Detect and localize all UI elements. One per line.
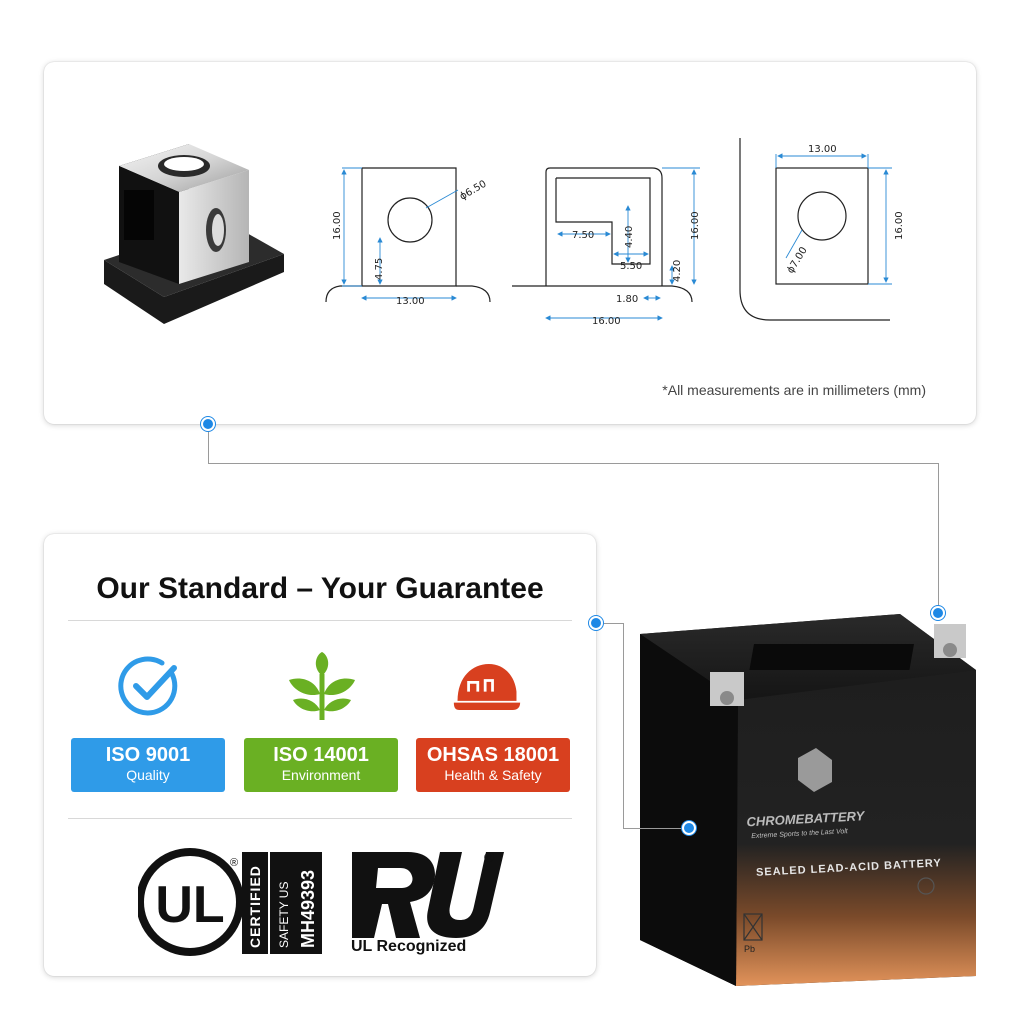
connector-dot-battery xyxy=(682,821,696,835)
drawing-top-view xyxy=(739,138,890,321)
front-offset-label: 4.75 xyxy=(374,258,385,280)
iso-9001-badge: ISO 9001 Quality xyxy=(71,738,225,792)
connector-dot-terminal xyxy=(931,606,945,620)
drawing-front-view xyxy=(325,167,491,303)
divider-top xyxy=(68,620,572,621)
ul-certified-text: CERTIFIED xyxy=(247,865,263,948)
connector-dot-card xyxy=(589,616,603,630)
measurement-note: *All measurements are in millimeters (mm… xyxy=(662,382,926,398)
drawing-top-dims xyxy=(775,153,892,285)
ul-safety-text: SAFETY US xyxy=(277,882,291,948)
check-circle-icon xyxy=(118,656,178,716)
terminal-3d-render xyxy=(104,144,284,324)
front-height-label: 16.00 xyxy=(332,211,343,240)
battery-terminal-left xyxy=(710,672,744,706)
recycle-bin-icon xyxy=(743,913,763,941)
side-step-label: 5.50 xyxy=(620,261,642,272)
iso-9001-title: ISO 9001 xyxy=(105,744,191,766)
side-slot-width-label: 7.50 xyxy=(572,230,594,241)
drawing-side-dims xyxy=(545,167,700,321)
connector-line-3 xyxy=(938,463,939,613)
top-diameter-label: ϕ7.00 xyxy=(785,245,810,275)
divider-bottom xyxy=(68,818,572,819)
top-width-label: 13.00 xyxy=(808,144,837,155)
ohsas-18001-subtitle: Health & Safety xyxy=(444,767,542,783)
side-height-label: 16.00 xyxy=(690,211,701,240)
ul-certified-mark: UL ® CERTIFIED SAFETY US MH49393 xyxy=(138,848,322,956)
top-height-label: 16.00 xyxy=(894,211,905,240)
ul-recognized-registered: ® xyxy=(484,849,495,865)
guarantee-title: Our Standard – Your Guarantee xyxy=(96,572,544,605)
brand-logo-icon xyxy=(798,748,832,792)
connector-line-5 xyxy=(623,623,624,829)
connector-dot-top xyxy=(201,417,215,431)
ul-letters: UL xyxy=(155,876,224,934)
ul-certified-registered: ® xyxy=(230,857,238,869)
battery-terminal-right xyxy=(934,624,966,658)
front-width-label: 13.00 xyxy=(396,296,425,307)
connector-line-2 xyxy=(208,463,939,464)
side-lip-label: 4.20 xyxy=(672,260,683,282)
ul-recognized-label: UL Recognized xyxy=(351,938,467,955)
battery-pb: Pb xyxy=(744,944,755,954)
iso-9001-subtitle: Quality xyxy=(126,767,170,783)
drawing-side-view xyxy=(512,167,693,303)
ul-code-text: MH49393 xyxy=(298,870,318,948)
terminal-dimensions-card: 16.00 4.75 13.00 ϕ6.50 7.50 4.40 5.50 4.… xyxy=(44,62,976,424)
front-diameter-label: ϕ6.50 xyxy=(458,179,489,203)
iso-14001-subtitle: Environment xyxy=(281,767,361,783)
connector-line-6 xyxy=(623,828,689,829)
connector-line-4 xyxy=(596,623,624,624)
iso-14001-title: ISO 14001 xyxy=(273,744,369,766)
battery-brand: CHROMEBATTERY xyxy=(746,808,866,829)
side-slot-depth-label: 4.40 xyxy=(624,226,635,248)
ohsas-18001-badge: OHSAS 18001 Health & Safety xyxy=(416,738,570,792)
leaf-plant-icon xyxy=(289,652,355,720)
battery-product-image: CHROMEBATTERY Extreme Sports to the Last… xyxy=(640,614,976,986)
connector-line-1 xyxy=(208,424,209,464)
ul-recognized-mark: ® xyxy=(352,849,504,938)
ohsas-18001-title: OHSAS 18001 xyxy=(426,744,560,766)
side-offset-label: 1.80 xyxy=(616,294,638,305)
terminal-drawings: 16.00 4.75 13.00 ϕ6.50 7.50 4.40 5.50 4.… xyxy=(104,138,905,327)
hard-hat-icon xyxy=(453,663,521,711)
side-width-label: 16.00 xyxy=(592,316,621,327)
guarantee-card: Our Standard – Your Guarantee ISO 9001 Q… xyxy=(44,534,596,976)
recycle-icon xyxy=(917,877,935,895)
drawing-front-dims xyxy=(341,167,459,301)
iso-14001-badge: ISO 14001 Environment xyxy=(244,738,398,792)
